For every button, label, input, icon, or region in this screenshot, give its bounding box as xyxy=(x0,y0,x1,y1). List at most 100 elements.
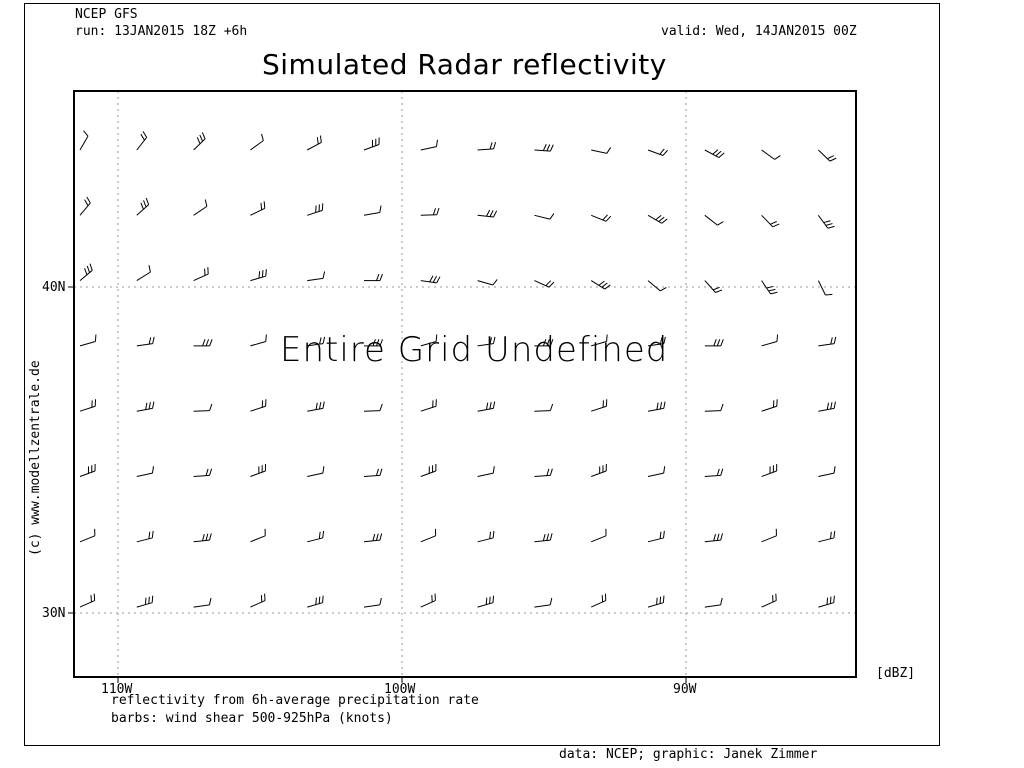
wind-barb xyxy=(250,593,266,608)
wind-barb xyxy=(817,280,833,296)
wind-barb xyxy=(591,464,607,477)
x-tick-110w: 110W xyxy=(101,682,133,697)
wind-barb xyxy=(193,132,206,151)
wind-barb xyxy=(704,214,724,226)
wind-barb xyxy=(363,533,383,543)
wind-barb xyxy=(306,135,322,151)
wind-barb xyxy=(591,399,608,412)
y-tick-30n: 30N xyxy=(42,606,66,621)
wind-barb xyxy=(193,597,212,608)
wind-barb xyxy=(818,466,836,477)
wind-barb xyxy=(704,533,723,543)
credit-label: data: NCEP; graphic: Janek Zimmer xyxy=(559,747,818,762)
wind-barb xyxy=(193,267,209,282)
wind-barb xyxy=(591,528,607,543)
wind-barb xyxy=(477,279,498,286)
wind-barb xyxy=(420,334,438,347)
wind-barb xyxy=(363,597,382,608)
wind-barb xyxy=(193,339,213,347)
wind-barb xyxy=(363,403,383,412)
wind-barb xyxy=(761,593,777,608)
footer-line-2: barbs: wind shear 500-925hPa (knots) xyxy=(111,711,393,726)
axis-ticks xyxy=(68,286,687,683)
wind-barb xyxy=(250,399,267,412)
wind-barb xyxy=(534,280,555,288)
wind-barb xyxy=(193,199,208,216)
wind-barb xyxy=(136,336,155,347)
wind-barb xyxy=(79,528,96,543)
wind-barb xyxy=(136,265,151,282)
valid-label: valid: Wed, 14JAN2015 00Z xyxy=(661,24,857,39)
wind-barb xyxy=(420,593,436,608)
wind-barbs xyxy=(79,130,837,608)
wind-barb xyxy=(818,401,836,412)
chart-title: Simulated Radar reflectivity xyxy=(262,48,667,81)
wind-barb xyxy=(647,280,667,292)
wind-barb xyxy=(477,530,495,543)
footer-line-1: reflectivity from 6h-average precipitati… xyxy=(111,693,479,708)
wind-barb xyxy=(818,149,837,162)
wind-barb xyxy=(761,399,778,412)
wind-barb xyxy=(307,336,326,347)
wind-barb xyxy=(79,130,89,151)
wind-barb xyxy=(307,530,325,543)
wind-barb xyxy=(704,280,723,293)
wind-barb xyxy=(591,214,612,222)
wind-barb xyxy=(193,533,212,543)
wind-barb xyxy=(364,273,383,282)
wind-barb xyxy=(79,263,93,281)
wind-barb xyxy=(193,468,213,477)
wind-barb xyxy=(420,464,437,477)
model-label: NCEP GFS xyxy=(75,7,138,22)
wind-barb xyxy=(534,468,553,477)
wind-barb xyxy=(534,144,554,152)
wind-barb xyxy=(136,401,155,412)
wind-barb xyxy=(250,201,266,216)
wind-barb xyxy=(307,203,324,216)
wind-barb xyxy=(420,139,439,151)
grid-undefined-text: Entire Grid Undefined xyxy=(280,330,669,370)
wind-barb xyxy=(79,593,96,608)
wind-barb xyxy=(136,530,154,543)
wind-barb xyxy=(647,530,665,543)
wind-barb xyxy=(761,334,779,347)
wind-barb xyxy=(818,530,836,543)
wind-barb xyxy=(363,137,380,151)
wind-barb xyxy=(704,468,724,477)
wind-barb xyxy=(250,269,267,282)
wind-barb xyxy=(818,595,835,608)
wind-barb xyxy=(363,205,382,216)
wind-barb xyxy=(647,336,666,347)
wind-barb xyxy=(647,214,668,224)
wind-barb xyxy=(647,148,668,156)
wind-barb xyxy=(136,595,154,608)
plot-border xyxy=(73,90,857,678)
wind-barb xyxy=(647,466,666,477)
wind-barb xyxy=(591,334,608,347)
wind-barb xyxy=(704,339,724,347)
wind-barb xyxy=(704,403,724,412)
y-tick-40n: 40N xyxy=(42,280,66,295)
wind-barb xyxy=(307,466,325,477)
gridlines xyxy=(74,91,856,677)
wind-barb xyxy=(364,339,383,347)
wind-barb xyxy=(477,336,496,347)
wind-barb xyxy=(250,133,264,151)
wind-barb xyxy=(307,401,325,412)
wind-barb xyxy=(79,196,91,216)
wind-barb xyxy=(79,334,97,347)
wind-barb xyxy=(420,207,440,216)
wind-barb xyxy=(307,595,324,608)
wind-barb xyxy=(704,149,725,158)
wind-barb xyxy=(363,468,383,477)
wind-barb xyxy=(420,399,437,412)
wind-barb xyxy=(534,597,553,608)
wind-barb xyxy=(817,215,835,229)
wind-barb xyxy=(647,401,666,412)
wind-barb xyxy=(704,597,723,608)
wind-barb xyxy=(477,209,498,218)
wind-barb xyxy=(250,334,267,347)
unit-label: [dBZ] xyxy=(876,666,916,681)
wind-barb xyxy=(590,593,607,608)
